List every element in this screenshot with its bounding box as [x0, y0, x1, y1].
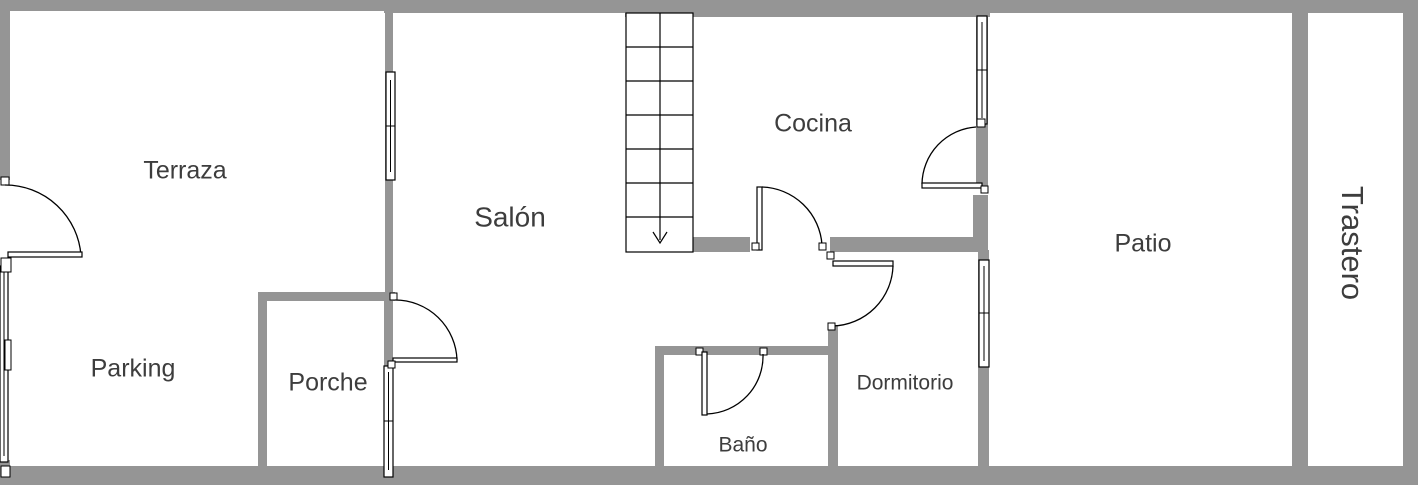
- door-parking: [0, 465, 11, 478]
- door-cocina-hall: [751, 186, 827, 251]
- window-terraza-salon: [385, 71, 396, 181]
- stair-arrow-icon: [652, 231, 668, 245]
- wall-dormitorio-left: [828, 325, 838, 477]
- window-dormitorio: [978, 259, 990, 368]
- room-label-parking: Parking: [91, 355, 176, 383]
- room-label-terraza: Terraza: [143, 157, 226, 185]
- staircase: [625, 12, 694, 253]
- room-label-trastero: Trastero: [1335, 186, 1370, 300]
- window-cocina: [976, 15, 988, 125]
- room-labels: Terraza Salón Cocina Patio Trastero Park…: [91, 110, 1370, 457]
- window-porche: [383, 365, 394, 478]
- wall-bano-left: [655, 346, 664, 485]
- room-label-patio: Patio: [1115, 230, 1172, 258]
- wall-left-top: [0, 0, 10, 180]
- wall-stair-bottom: [693, 237, 750, 252]
- windows: [0, 15, 990, 478]
- door-porche: [387, 292, 458, 369]
- door-cocina-patio: [921, 118, 989, 194]
- door-terraza: [0, 176, 83, 273]
- room-label-salon: Salón: [474, 201, 546, 232]
- door-bano: [695, 347, 768, 416]
- wall-bano-bottom: [655, 473, 990, 485]
- room-label-dormitorio: Dormitorio: [857, 372, 954, 395]
- wall-right: [1403, 0, 1418, 485]
- wall-porche-left: [258, 292, 267, 477]
- room-label-porche: Porche: [288, 369, 367, 397]
- wall-patio-trastero: [1292, 12, 1308, 472]
- wall-bano-top: [655, 346, 837, 355]
- room-label-bano: Baño: [718, 434, 767, 457]
- doors: [0, 118, 989, 478]
- window-parking: [0, 265, 12, 463]
- wall-cocina-right-lower: [973, 195, 988, 252]
- wall-porche-top: [258, 292, 395, 301]
- door-dormitorio: [826, 251, 894, 331]
- wall-top-left: [0, 0, 388, 11]
- wall-top-cocina-thick: [625, 0, 990, 17]
- wall-cocina-bottom: [830, 237, 985, 252]
- room-label-cocina: Cocina: [774, 110, 852, 138]
